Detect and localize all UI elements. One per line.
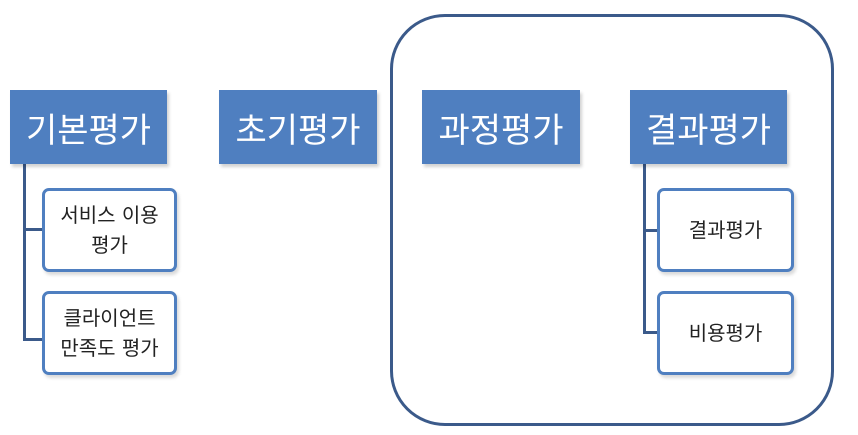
process-result-group-frame <box>390 14 834 426</box>
cost-evaluation-label: 비용평가 <box>688 321 763 345</box>
cost-evaluation-box: 비용평가 <box>657 291 794 375</box>
basic-evaluation-label: 기본평가 <box>25 110 152 151</box>
basic-connector-client <box>23 338 44 341</box>
basic-connector-vertical <box>23 164 26 341</box>
service-usage-line1: 서비스 이용 <box>60 203 159 227</box>
basic-evaluation-box: 기본평가 <box>10 90 167 164</box>
initial-evaluation-box: 초기평가 <box>219 90 377 164</box>
result-evaluation-sub-label: 결과평가 <box>688 218 763 242</box>
client-satisfaction-evaluation-box: 클라이언트 만족도 평가 <box>42 291 177 375</box>
result-evaluation-label: 결과평가 <box>645 110 772 151</box>
result-connector-vertical <box>643 164 646 334</box>
result-evaluation-sub-box: 결과평가 <box>657 188 794 272</box>
result-connector-cost <box>643 331 659 334</box>
service-usage-evaluation-box: 서비스 이용 평가 <box>42 188 177 272</box>
process-evaluation-box: 과정평가 <box>422 90 580 164</box>
service-usage-line2: 평가 <box>91 233 128 257</box>
client-satisfaction-line2: 만족도 평가 <box>60 336 159 360</box>
initial-evaluation-label: 초기평가 <box>235 110 361 151</box>
result-evaluation-box: 결과평가 <box>630 90 787 164</box>
process-evaluation-label: 과정평가 <box>438 110 564 151</box>
basic-connector-service <box>23 228 44 231</box>
client-satisfaction-line1: 클라이언트 <box>63 306 156 330</box>
result-connector-result <box>643 229 659 232</box>
